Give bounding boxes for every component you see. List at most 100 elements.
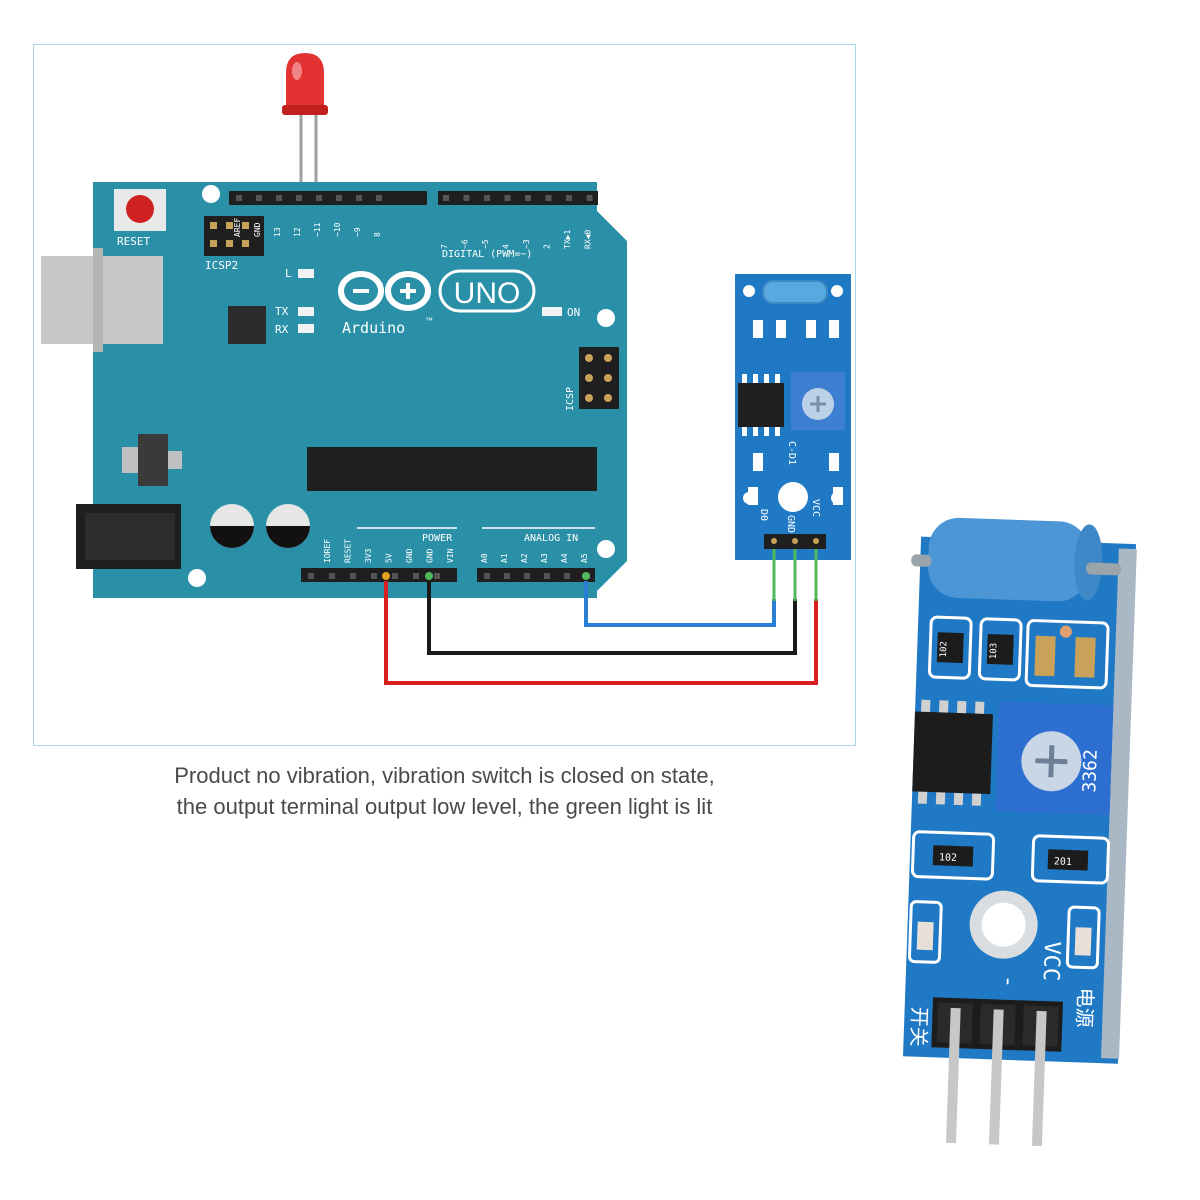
l-led-label: L xyxy=(285,267,292,280)
power-pin xyxy=(392,573,398,579)
power-pin-label: IOREF xyxy=(323,539,332,563)
icsp-label: ICSP xyxy=(565,387,576,411)
power-pin xyxy=(371,573,377,579)
capacitor-left xyxy=(210,504,254,548)
digital-header-right xyxy=(438,191,598,205)
sensor-cd-label: C-D1 xyxy=(786,441,797,465)
power-pin xyxy=(434,573,440,579)
uno-label: UNO xyxy=(454,277,521,310)
red-led xyxy=(282,53,328,201)
digital-pin xyxy=(463,195,470,201)
caption: Product no vibration, vibration switch i… xyxy=(33,760,856,822)
wires xyxy=(382,549,818,685)
photo-pin-header xyxy=(931,997,1063,1147)
power-pin-label: 3V3 xyxy=(364,548,373,563)
icsp2-label: ICSP2 xyxy=(205,259,238,272)
caption-line-2: the output terminal output low level, th… xyxy=(176,794,713,819)
digital-pin xyxy=(566,195,572,201)
digital-pin xyxy=(504,195,511,201)
power-pin-label: GND xyxy=(426,548,435,563)
digital-pin-label: ~9 xyxy=(353,227,362,237)
analog-pin xyxy=(484,573,490,579)
digital-pin-label: RX◀0 xyxy=(584,230,593,249)
digital-pin-label: ~6 xyxy=(461,239,470,249)
digital-pin xyxy=(484,195,490,201)
photo-vcc-label: VCC xyxy=(1038,941,1064,982)
rx-led-label: RX xyxy=(275,323,289,336)
digital-pin xyxy=(336,195,342,201)
photo-res3-label: 102 xyxy=(939,852,957,864)
digital-pin xyxy=(443,195,449,201)
analog-pin-label: A3 xyxy=(540,553,549,563)
analog-pin xyxy=(524,573,530,579)
comparator-chip xyxy=(738,383,784,427)
digital-pin-label: AREF xyxy=(233,218,242,237)
power-wire xyxy=(384,581,818,685)
photo-res2-label: 103 xyxy=(989,643,1000,660)
digital-pin-label: ~10 xyxy=(333,222,342,237)
voltage-regulator xyxy=(138,434,168,486)
power-header xyxy=(301,568,457,582)
icsp2-header xyxy=(204,216,264,256)
sensor-gnd-label: GND xyxy=(785,515,796,533)
photo-gnd-label: - xyxy=(995,974,1020,988)
power-pin-label: 5V xyxy=(385,553,394,563)
analog-pin xyxy=(564,573,570,579)
digital-pin xyxy=(545,195,552,201)
analog-pin-label: A2 xyxy=(520,553,529,563)
photo-comparator-chip xyxy=(912,711,993,795)
power-pin xyxy=(308,573,314,579)
digital-pin-label: 8 xyxy=(373,232,382,237)
digital-pin-label: ~5 xyxy=(481,239,490,249)
photo-vibration-switch xyxy=(928,517,1089,602)
power-pin-label: GND xyxy=(405,548,414,563)
analog-pin-label: A5 xyxy=(580,553,589,563)
atmega-chip xyxy=(307,447,597,491)
reset-label: RESET xyxy=(117,235,150,248)
digital-pin-label: 4 xyxy=(502,244,511,249)
digital-label: DIGITAL (PWM=~) xyxy=(442,249,532,260)
sensor-d0-label: D0 xyxy=(758,509,769,521)
vibration-sensor-module-diagram: C-D1 D0 GND VCC xyxy=(735,274,851,560)
digital-pin-label: TX▶1 xyxy=(563,230,572,249)
photo-pot-label: 3362 xyxy=(1079,749,1102,793)
on-led-label: ON xyxy=(567,306,580,319)
tx-led-label: TX xyxy=(275,305,289,318)
photo-power-cn-label: 电源 xyxy=(1072,987,1097,1028)
photo-switch-cn-label: 开关 xyxy=(906,1006,931,1047)
digital-pin-label: 13 xyxy=(273,227,282,237)
analog-pin xyxy=(544,573,550,579)
photo-res1-label: 102 xyxy=(939,641,950,658)
analog-pin-label: A0 xyxy=(480,553,489,563)
power-pin xyxy=(350,573,356,579)
digital-header-left xyxy=(229,191,427,205)
digital-pin xyxy=(296,195,302,201)
icsp-header xyxy=(579,347,619,409)
arduino-brand-label: Arduino xyxy=(342,319,405,337)
analog-pin xyxy=(504,573,510,579)
digital-pin xyxy=(376,195,382,201)
digital-pin-label: ~3 xyxy=(522,239,531,249)
analog-pin-label: A4 xyxy=(560,553,569,563)
digital-pin-label: 12 xyxy=(293,227,302,237)
digital-pin xyxy=(236,195,242,201)
digital-pin-label: GND xyxy=(253,222,262,237)
digital-pin xyxy=(276,195,282,201)
digital-pin xyxy=(586,195,593,201)
usb-chip xyxy=(228,306,266,344)
ground-wire xyxy=(427,581,797,655)
digital-pin xyxy=(356,195,362,201)
digital-pin xyxy=(256,195,262,201)
power-pin xyxy=(329,573,335,579)
power-label: POWER xyxy=(422,533,453,544)
vibration-switch xyxy=(762,280,828,304)
sensor-vcc-label: VCC xyxy=(810,499,821,517)
analog-header xyxy=(477,568,595,582)
analog-pin-label: A1 xyxy=(500,553,509,563)
vibration-sensor-module-photo: 102 103 3362 102 201 - VCC xyxy=(902,517,1137,1147)
digital-pin xyxy=(316,195,322,201)
digital-pin-label: 2 xyxy=(543,244,552,249)
